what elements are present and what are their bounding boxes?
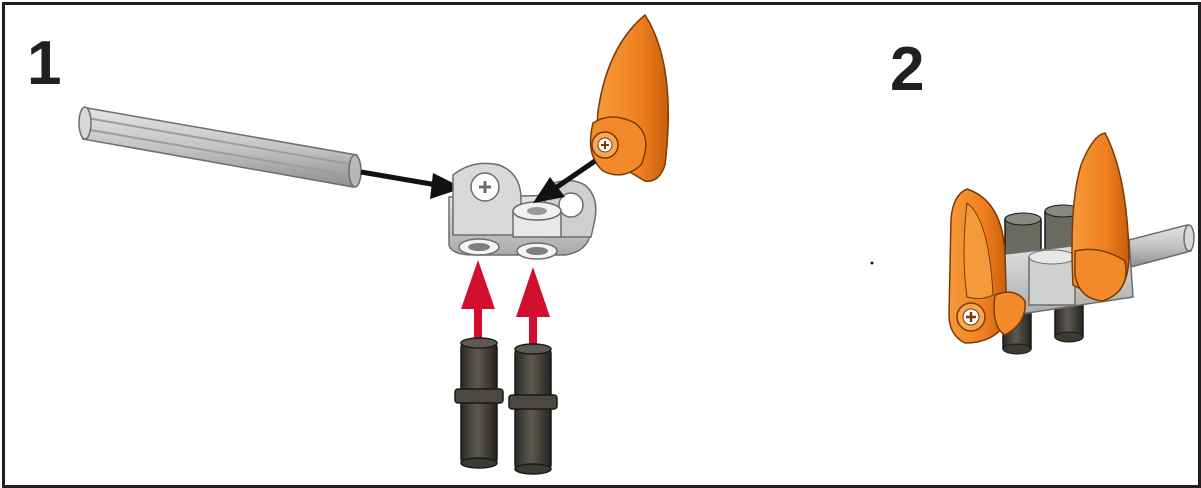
push-arrow-black-icon	[361, 172, 463, 199]
friction-pin-icon	[509, 344, 557, 474]
stray-dot	[871, 262, 874, 265]
push-arrow-red-icon	[461, 260, 495, 341]
axle-icon	[79, 107, 361, 187]
assembly-illustration	[5, 5, 1198, 485]
push-arrow-red-icon	[516, 267, 550, 345]
assembled-model-icon	[949, 133, 1194, 354]
friction-pin-icon	[455, 338, 503, 468]
orange-fin-icon	[591, 15, 669, 181]
